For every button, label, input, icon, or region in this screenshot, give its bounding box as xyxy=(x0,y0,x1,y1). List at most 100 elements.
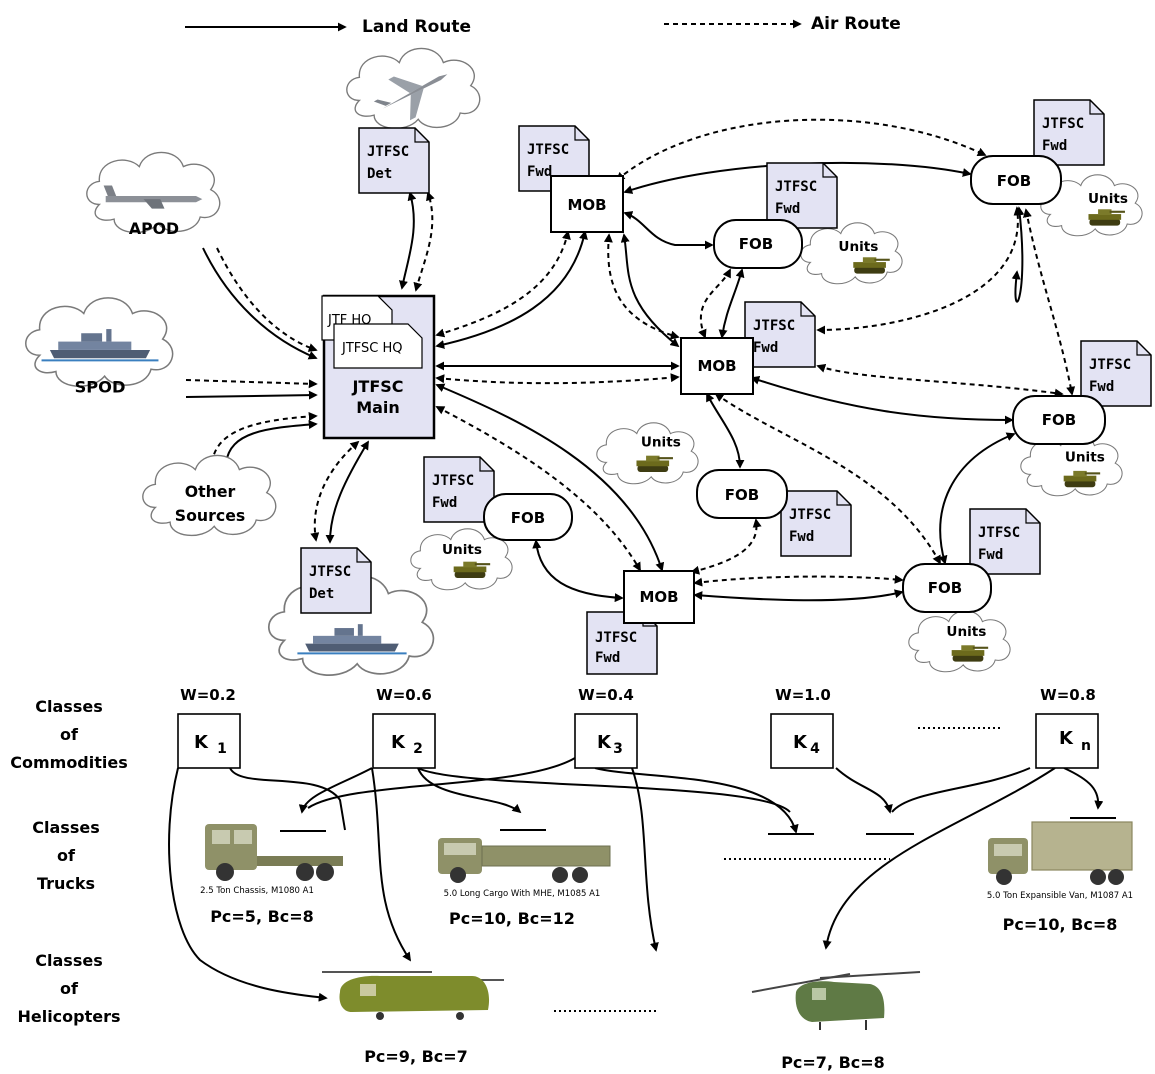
svg-text:of: of xyxy=(60,979,79,998)
commodity-subscript: n xyxy=(1081,738,1091,754)
doc-subtitle: Fwd xyxy=(978,547,1003,563)
fob-node: FOB xyxy=(483,493,573,541)
helicopter-class-1: Pc=9, Bc=7 xyxy=(322,971,504,1066)
commodity-weight: W=0.6 xyxy=(376,686,432,704)
commodity-class-4: W=1.0 K 4 xyxy=(770,686,834,769)
doc-title: JTFSC xyxy=(775,179,817,195)
doc-subtitle: Det xyxy=(367,166,392,182)
units-cloud: Units xyxy=(596,422,699,485)
mob-node: MOB xyxy=(623,570,695,624)
svg-text:Classes: Classes xyxy=(32,818,99,837)
doc-title: JTFSC xyxy=(1089,357,1131,373)
commodity-subscript: 4 xyxy=(810,741,820,757)
jtfsc-fwd-document: JTFSC Fwd xyxy=(1080,340,1152,407)
svg-text:Commodities: Commodities xyxy=(10,753,128,772)
doc-title: JTFSC xyxy=(753,318,795,334)
helicopter-params: Pc=7, Bc=8 xyxy=(781,1053,885,1072)
fob-label: FOB xyxy=(511,509,545,527)
trucks-row-label: Classes of Trucks xyxy=(32,818,99,893)
doc-title: JTFSC xyxy=(789,507,831,523)
legend: Land Route Air Route xyxy=(185,14,901,37)
doc-subtitle: Fwd xyxy=(753,340,778,356)
fob-label: FOB xyxy=(725,486,759,504)
mob-node: MOB xyxy=(680,337,754,395)
jtfsc-fwd-document: JTFSC Fwd xyxy=(586,611,658,675)
doc-subtitle: Fwd xyxy=(527,164,552,180)
truck-class-n: 5.0 Ton Expansible Van, M1087 A1 Pc=10, … xyxy=(987,821,1133,934)
units-label: Units xyxy=(641,434,681,450)
fob-node: FOB xyxy=(696,469,788,519)
units-cloud: Units xyxy=(800,222,903,285)
commodity-subscript: 3 xyxy=(613,741,623,757)
svg-text:Classes: Classes xyxy=(35,951,102,970)
svg-text:of: of xyxy=(57,846,76,865)
doc-subtitle: Fwd xyxy=(595,650,620,666)
commodity-weight: W=0.8 xyxy=(1040,686,1096,704)
jtfsc-fwd-document: JTFSC Fwd xyxy=(1033,99,1105,166)
units-label: Units xyxy=(1065,450,1105,466)
doc-title: JTFSC xyxy=(1042,116,1084,132)
fob-label: FOB xyxy=(928,579,962,597)
doc-title: JTFSC xyxy=(367,144,409,160)
apod-label: APOD xyxy=(129,219,179,238)
land-route-legend-label: Land Route xyxy=(362,17,471,37)
doc-subtitle: Fwd xyxy=(1042,138,1067,154)
svg-text:of: of xyxy=(60,725,79,744)
air-route-legend-label: Air Route xyxy=(811,14,901,34)
units-cloud: Units xyxy=(1040,174,1143,237)
commodity-weight: W=1.0 xyxy=(775,686,831,704)
jtfsc-hq-document: JTFSC HQ xyxy=(333,323,423,369)
spod-cloud: SPOD xyxy=(25,297,174,396)
svg-text:Helicopters: Helicopters xyxy=(17,1007,120,1026)
jtfsc-fwd-document: JTFSC Fwd xyxy=(518,125,590,192)
expansible-van-icon xyxy=(988,821,1133,885)
fob-node: FOB xyxy=(1012,395,1106,445)
truck-caption: 2.5 Ton Chassis, M1080 A1 xyxy=(200,886,314,896)
doc-subtitle: Fwd xyxy=(789,529,814,545)
jtfsc-hq-label: JTFSC HQ xyxy=(341,341,403,356)
doc-title: JTFSC xyxy=(978,525,1020,541)
truck-params: Pc=10, Bc=8 xyxy=(1003,915,1118,934)
fob-label: FOB xyxy=(739,235,773,253)
commodity-label: K xyxy=(391,732,406,753)
fob-label: FOB xyxy=(1042,411,1076,429)
jtfsc-fwd-document: JTFSC Fwd xyxy=(780,490,852,557)
doc-subtitle: Fwd xyxy=(775,201,800,217)
doc-subtitle: Fwd xyxy=(432,495,457,511)
doc-title: JTFSC xyxy=(432,473,474,489)
commodity-subscript: 1 xyxy=(217,741,227,757)
commodity-class-2: W=0.6 K 2 xyxy=(372,686,436,769)
helicopter-class-2: Pc=7, Bc=8 xyxy=(751,971,921,1072)
cargo-truck-icon xyxy=(438,838,611,883)
fob-node: FOB xyxy=(970,155,1062,205)
commodity-class-n: W=0.8 K n xyxy=(1035,686,1099,769)
doc-subtitle: Fwd xyxy=(1089,379,1114,395)
fob-label: FOB xyxy=(997,172,1031,190)
commodity-label: K xyxy=(1059,728,1074,749)
truck-caption: 5.0 Ton Expansible Van, M1087 A1 xyxy=(987,891,1133,901)
jtfsc-det-document: JTFSC Det xyxy=(358,127,430,194)
chassis-truck-icon xyxy=(205,824,343,881)
doc-subtitle: Det xyxy=(309,586,334,602)
commodities-row-label: Classes of Commodities xyxy=(10,697,128,772)
commodity-weight: W=0.2 xyxy=(180,686,236,704)
chinook-helicopter-icon xyxy=(751,971,921,1030)
jtfsc-det-document: JTFSC Det xyxy=(300,547,372,614)
jtfsc-fwd-document: JTFSC Fwd xyxy=(969,508,1041,575)
units-cloud: Units xyxy=(410,528,513,591)
svg-text:Classes: Classes xyxy=(35,697,102,716)
commodity-weight: W=0.4 xyxy=(578,686,634,704)
units-label: Units xyxy=(946,624,986,640)
units-label: Units xyxy=(442,542,482,558)
units-label: Units xyxy=(838,239,878,255)
units-cloud: Units xyxy=(1020,434,1123,497)
truck-params: Pc=10, Bc=12 xyxy=(449,909,575,928)
jtfsc-fwd-document: JTFSC Fwd xyxy=(423,456,495,523)
jtfsc-fwd-document: JTFSC Fwd xyxy=(744,301,816,368)
truck-bins xyxy=(280,817,1116,835)
truck-params: Pc=5, Bc=8 xyxy=(210,907,314,926)
units-cloud: Units xyxy=(908,610,1011,673)
chinook-helicopter-icon xyxy=(322,971,504,1020)
apod-cloud: APOD xyxy=(86,151,221,238)
